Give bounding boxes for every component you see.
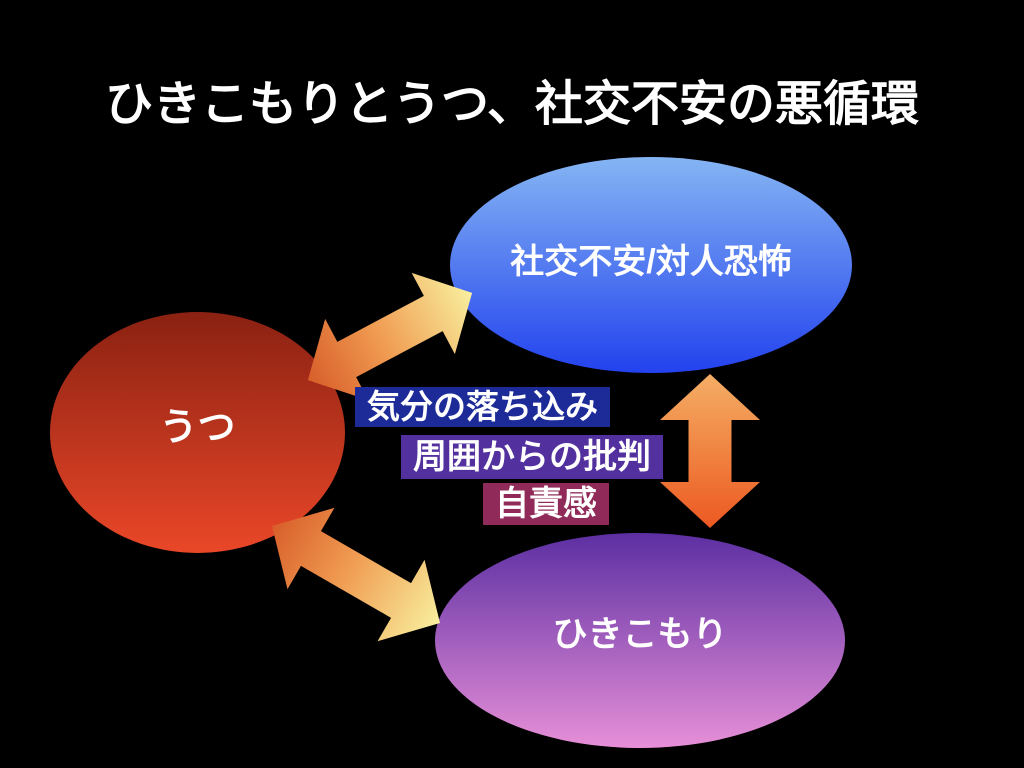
- arrow-social-hikikomori: [660, 374, 760, 528]
- node-depression: うつ: [50, 312, 345, 553]
- node-hikikomori-label: ひきこもり: [552, 615, 728, 654]
- slide-title: ひきこもりとうつ、社交不安の悪循環: [104, 78, 920, 131]
- cycle-label-self-blame: 自責感: [483, 483, 609, 525]
- cycle-label-mood-drop: 気分の落ち込み: [355, 387, 610, 427]
- cycle-label-criticism-text: 周囲からの批判: [413, 438, 651, 476]
- cycle-label-mood-drop-text: 気分の落ち込み: [367, 388, 598, 425]
- cycle-label-criticism: 周囲からの批判: [401, 435, 663, 479]
- cycle-label-self-blame-text: 自責感: [495, 485, 597, 523]
- node-hikikomori: ひきこもり: [435, 533, 845, 748]
- node-social-anxiety: 社交不安/対人恐怖: [450, 157, 852, 373]
- node-depression-label: うつ: [159, 407, 236, 449]
- node-social-anxiety-label: 社交不安/対人恐怖: [510, 242, 792, 281]
